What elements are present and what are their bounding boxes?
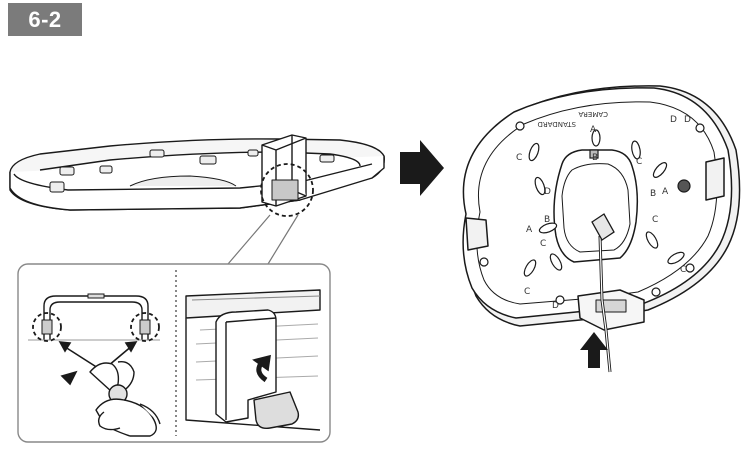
plate-mark-d2: D (544, 187, 551, 197)
plate-mark-d3: D (684, 115, 691, 125)
zoom-highlight-circle (260, 163, 314, 217)
plate-mark-d4: D (552, 301, 559, 311)
plate-mark-c4: C (652, 215, 658, 225)
cut-arrows (58, 341, 138, 386)
pliers-icon (89, 361, 161, 437)
plate-text-standard: STANDARD (537, 120, 576, 128)
plate-mark-c2: C (636, 157, 642, 167)
push-up-arrow-icon (580, 332, 608, 368)
cable (591, 213, 615, 373)
plate-mark-c3: C (540, 239, 546, 249)
plate-mark-c1: C (516, 153, 522, 163)
plate-mark-d1: D (670, 115, 677, 125)
tab-closeup-detail (185, 289, 321, 431)
up-arrow-icon (252, 354, 271, 383)
plate-markings: CAMERA STANDARD C C C C C C D D D D B B … (516, 110, 691, 311)
bracket-cut-detail (28, 293, 160, 342)
plate-mark-a3: A (662, 187, 669, 197)
plate-text-camera: CAMERA (578, 110, 608, 118)
plate-mark-a2: A (590, 125, 597, 135)
plate-mark-b2: B (650, 189, 656, 199)
plate-holes (479, 121, 705, 305)
plate-mark-b1: B (592, 153, 598, 163)
step-badge: 6-2 (8, 3, 82, 36)
right-arrow-icon (400, 140, 444, 196)
plate-mark-b3: B (544, 215, 550, 225)
plate-mark-c6: C (680, 265, 686, 275)
mount-plate-side-view (9, 134, 385, 211)
plate-mark-c5: C (524, 287, 530, 297)
plate-mark-a1: A (526, 225, 533, 235)
